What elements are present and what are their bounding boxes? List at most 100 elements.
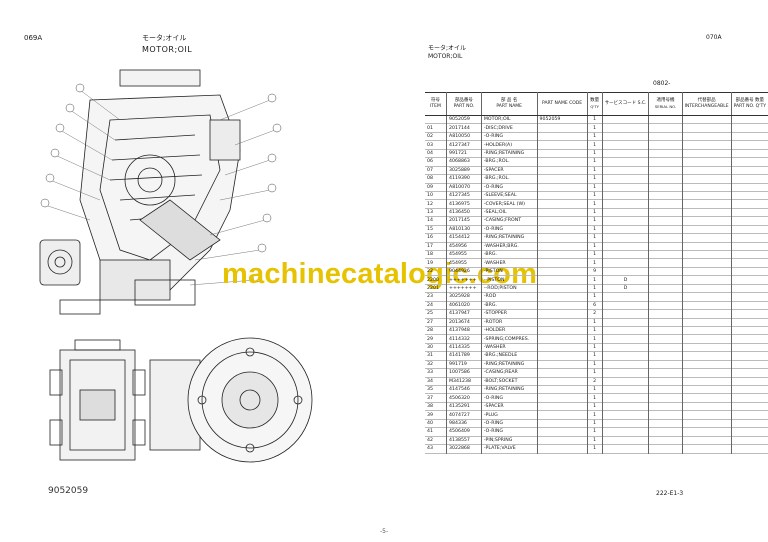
cell-ser: [648, 436, 683, 445]
cell-item: 12: [427, 201, 433, 207]
cell-ser: [648, 360, 683, 369]
cell-code: [536, 360, 588, 369]
header-ser-en: SERIAL NO.: [654, 104, 677, 109]
cell-ser: [648, 157, 683, 167]
leader-lines: [44, 89, 276, 286]
cell-r2: [730, 301, 768, 310]
cell-code: [536, 140, 588, 150]
cell-name: -RING;RETAINING: [480, 385, 538, 394]
cell-item: 27: [427, 319, 433, 325]
cell-qty: 1: [586, 233, 603, 243]
cell-sc: [601, 140, 649, 150]
cell-ser: [648, 444, 683, 453]
cell-ser: [648, 123, 683, 133]
reference-code: 0802-: [653, 80, 671, 87]
cell-code: [536, 267, 588, 276]
end-view-left: [49, 339, 146, 461]
cell-sc: [601, 436, 649, 445]
cell-qty: 6: [586, 301, 603, 310]
cell-qty: 1: [586, 157, 603, 167]
cell-item: 37: [427, 395, 433, 401]
cell-r1: [681, 174, 732, 183]
cell-r1: [681, 242, 732, 251]
cell-ser: [648, 402, 683, 411]
cell-name: -SPRING;COMPRES.: [480, 334, 538, 344]
cell-r1: [681, 385, 732, 394]
cell-sc: [601, 334, 649, 344]
cell-pn: 991721: [446, 149, 482, 158]
cell-name: -RING;RETAINING: [480, 233, 538, 243]
cell-r1: [681, 402, 732, 411]
cell-item: 14: [427, 218, 433, 224]
cell-ser: [648, 343, 683, 352]
cell-ser: [648, 216, 683, 226]
cell-r2: [730, 183, 768, 192]
cell-item: 39: [427, 412, 433, 418]
cell-sc: [601, 419, 649, 428]
cell-qty: 1: [586, 334, 603, 344]
cell-name: -BRG.;ROL.: [480, 174, 538, 183]
cell-r1: [681, 275, 732, 285]
cell-sc: D: [601, 275, 649, 285]
cell-name: -STOPPER: [480, 309, 538, 318]
cell-pn: 4127345: [446, 191, 482, 200]
cell-code: [536, 233, 588, 243]
cell-pn: 454955: [446, 258, 482, 268]
cell-r2: [730, 250, 768, 259]
cell-item: 17: [427, 243, 433, 249]
cell-pn: +++++++: [446, 284, 482, 293]
cell-r1: [681, 309, 732, 318]
cell-ser: [648, 267, 683, 276]
cell-name: -CASING;FRONT: [480, 216, 538, 226]
cell-pn: 4506409: [446, 427, 482, 437]
cell-code: [536, 242, 588, 251]
cell-pn: 991719: [446, 360, 482, 369]
left-page-id: 069A: [24, 34, 43, 42]
cell-code: [536, 292, 588, 302]
cell-r2: [730, 208, 768, 217]
cell-item: 33: [427, 370, 433, 376]
cell-sc: [601, 233, 649, 243]
cell-item: 06: [427, 159, 433, 165]
cell-r2: [730, 326, 768, 335]
cell-sc: [601, 191, 649, 200]
cell-pn: A810070: [446, 183, 482, 192]
cell-name: -SPACER: [480, 402, 538, 411]
header-r2-jp: 部品番号 数量: [735, 98, 765, 103]
cell-r2: [730, 115, 768, 124]
cell-ser: [648, 419, 683, 428]
left-title-jp: モータ;オイル: [142, 34, 187, 42]
cell-qty: 1: [586, 132, 603, 141]
cell-item: 25: [427, 311, 433, 317]
cell-r2: [730, 233, 768, 243]
cell-sc: [601, 292, 649, 302]
cell-sc: [601, 309, 649, 318]
cell-r1: [681, 216, 732, 226]
end-view-right: [149, 337, 313, 463]
cell-r2: [730, 174, 768, 183]
cell-name: -DISC;DRIVE: [480, 123, 538, 133]
cell-code: [536, 368, 588, 378]
cell-r1: [681, 225, 732, 234]
cell-name: -PIN;SPRING: [480, 436, 538, 445]
cell-sc: [601, 157, 649, 167]
cell-sc: [601, 385, 649, 394]
cell-name: -SLEEVE;SEAL: [480, 191, 538, 200]
cell-pn: 984336: [446, 419, 482, 428]
cell-sc: [601, 132, 649, 141]
cell-item: 09: [427, 184, 433, 190]
left-title-en: MOTOR;OIL: [142, 45, 193, 54]
cell-name: -ROTOR: [480, 318, 538, 327]
cell-qty: 1: [586, 393, 603, 403]
